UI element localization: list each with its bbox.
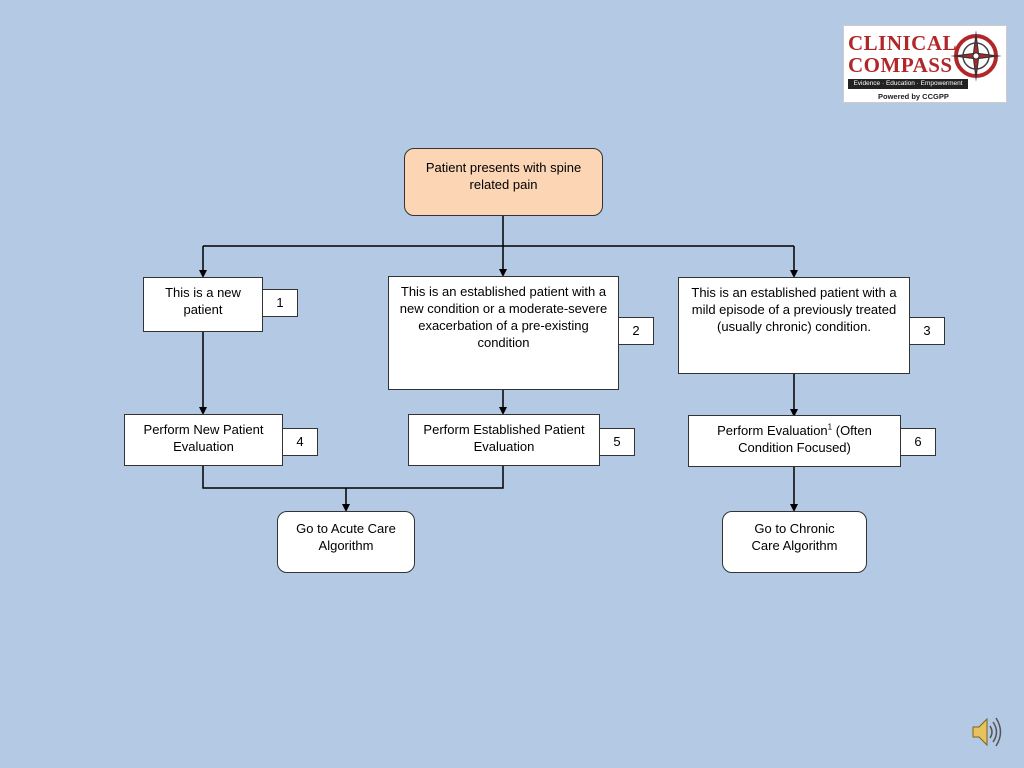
logo-line2: COMPASS [848,53,953,77]
acute-care-node: Go to Acute Care Algorithm [277,511,415,573]
clinical-compass-logo: CLINICAL COMPASS Evidence · Education · … [843,25,1007,103]
branch2-node: This is an established patient with a ne… [388,276,619,390]
chronic-care-node: Go to Chronic Care Algorithm [722,511,867,573]
eval2-node: Perform Established Patient Evaluation [408,414,600,466]
branch2-label: This is an established patient with a ne… [399,284,608,350]
eval3-label-rest: (Often Condition Focused) [738,423,872,455]
eval2-number: 5 [599,428,635,456]
eval1-number: 4 [282,428,318,456]
compass-icon [950,30,1002,82]
acute-care-label: Go to Acute Care Algorithm [296,521,396,553]
speaker-icon[interactable] [970,714,1002,750]
branch1-label: This is a new patient [165,285,241,317]
connector-eval-merge [202,466,504,489]
eval3-label-main: Perform Evaluation [717,423,828,438]
start-label: Patient presents with spine related pain [425,160,582,192]
chronic-care-label: Go to Chronic Care Algorithm [751,521,838,553]
eval1-label: Perform New Patient Evaluation [143,422,264,454]
logo-powered-by: Powered by CCGPP [878,92,949,101]
logo-tagline: Evidence · Education · Empowerment [848,79,968,89]
branch3-label: This is an established patient with a mi… [691,285,897,334]
eval3-number: 6 [900,428,936,456]
eval2-label: Perform Established Patient Evaluation [423,422,585,454]
branch1-node: This is a new patient [143,277,263,332]
eval3-footnote: 1 [827,422,833,432]
branch3-node: This is an established patient with a mi… [678,277,910,374]
logo-line1: CLINICAL [848,31,958,55]
start-node: Patient presents with spine related pain [404,148,603,216]
branch1-number: 1 [262,289,298,317]
branch2-number: 2 [618,317,654,345]
branch3-number: 3 [909,317,945,345]
eval3-node: Perform Evaluation1 (Often Condition Foc… [688,415,901,467]
eval1-node: Perform New Patient Evaluation [124,414,283,466]
